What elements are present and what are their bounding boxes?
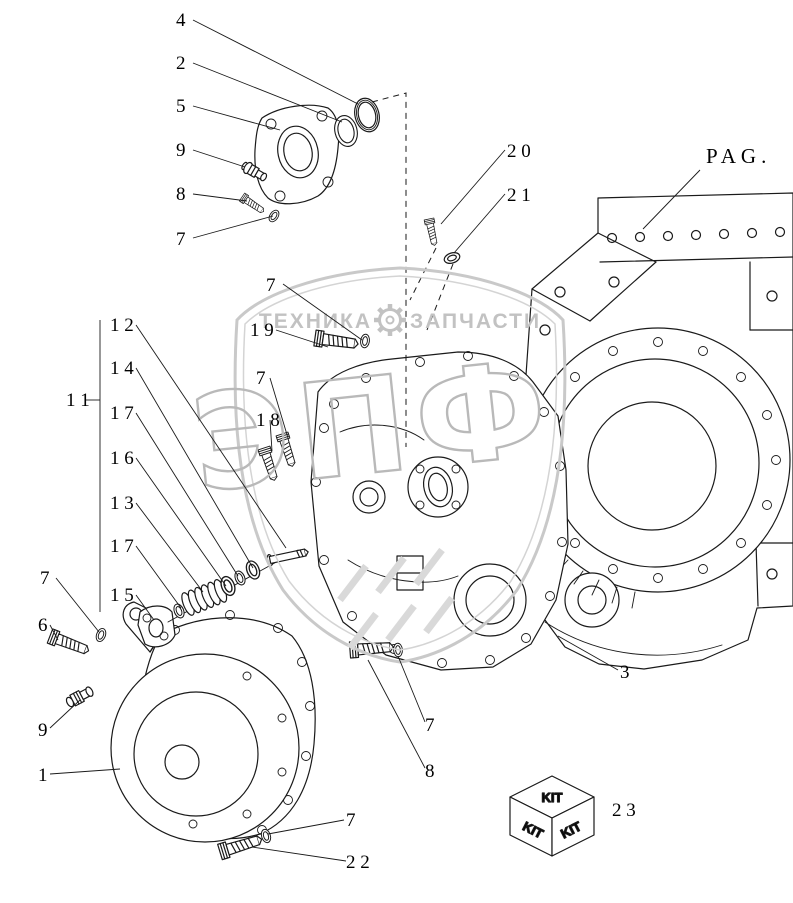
- callout-1: 1: [38, 765, 48, 786]
- watermark-chevrons: [337, 547, 455, 651]
- kit-label-top: KIT: [542, 790, 563, 805]
- callout-7-19: 7: [266, 275, 276, 296]
- callout-7-right: 7: [425, 715, 435, 736]
- callout-7-18: 7: [256, 368, 266, 389]
- bolt-8-top: [238, 192, 267, 216]
- callout-5: 5: [176, 96, 186, 117]
- grease-fitting-top: [241, 161, 268, 182]
- callout-7-bottom: 7: [346, 810, 356, 831]
- callout-9a: 9: [176, 140, 186, 161]
- page-ref-label: PAG.: [706, 144, 771, 168]
- callout-8a: 8: [176, 184, 186, 205]
- callout-22: 2 2: [346, 852, 370, 873]
- callout-7-top: 7: [176, 229, 186, 250]
- washer-7-19: [359, 333, 371, 349]
- callout-7-left: 7: [40, 568, 50, 589]
- watermark: ТЕХНИКА ЗАПЧАСТИ ЭПФ: [184, 266, 567, 664]
- washer-21: [443, 252, 461, 264]
- callout-11: 1 1: [66, 390, 90, 411]
- leader-lines: [49, 19, 701, 862]
- watermark-brand-right: ЗАПЧАСТИ: [410, 310, 541, 333]
- callout-6: 6: [38, 615, 48, 636]
- callout-13: 1 3: [110, 493, 134, 514]
- callout-labels: 4 2 5 9 8 7 2 0 2 1 7 1 9 1 2 1 4 7 1 1 …: [38, 10, 771, 873]
- small-flange-assembly: [241, 95, 384, 205]
- callout-9b: 9: [38, 720, 48, 741]
- callout-18: 1 8: [256, 410, 280, 431]
- washer-14: [243, 558, 263, 582]
- callout-12: 1 2: [110, 315, 134, 336]
- spring-seal-stack: [167, 548, 309, 623]
- callout-20: 2 0: [507, 141, 531, 162]
- construction-lines: [371, 92, 454, 447]
- watermark-brand-left: ТЕХНИКА: [259, 310, 372, 333]
- callout-16: 1 6: [110, 448, 134, 469]
- bolt-20: [423, 217, 440, 247]
- kit-cube: KIT KIT KIT: [509, 775, 595, 857]
- washer-7-top: [266, 207, 282, 225]
- cover-rim-holes: [311, 351, 567, 668]
- spring-13: [181, 579, 228, 616]
- callout-2: 2: [176, 53, 186, 74]
- callout-19: 1 9: [250, 320, 274, 341]
- pump-flange-holes: [170, 610, 315, 835]
- pump-assembly: [110, 601, 316, 843]
- callout-14: 1 4: [110, 358, 134, 379]
- callout-4: 4: [176, 10, 186, 31]
- callout-17b: 1 7: [110, 536, 134, 557]
- callout-8b: 8: [425, 761, 435, 782]
- pump-rim-holes: [188, 671, 287, 829]
- gear-icon: [374, 304, 406, 336]
- small-mount-flange: [137, 605, 176, 648]
- callout-17a: 1 7: [110, 403, 134, 424]
- callout-15: 1 5: [110, 585, 134, 606]
- callout-23: 2 3: [612, 800, 636, 821]
- callout-21: 2 1: [507, 185, 531, 206]
- watermark-shield: [233, 266, 567, 664]
- callout-3: 3: [620, 662, 630, 683]
- gearbox-housing: [513, 192, 793, 670]
- bolt-6: [46, 628, 92, 659]
- grease-fitting-9: [65, 686, 94, 708]
